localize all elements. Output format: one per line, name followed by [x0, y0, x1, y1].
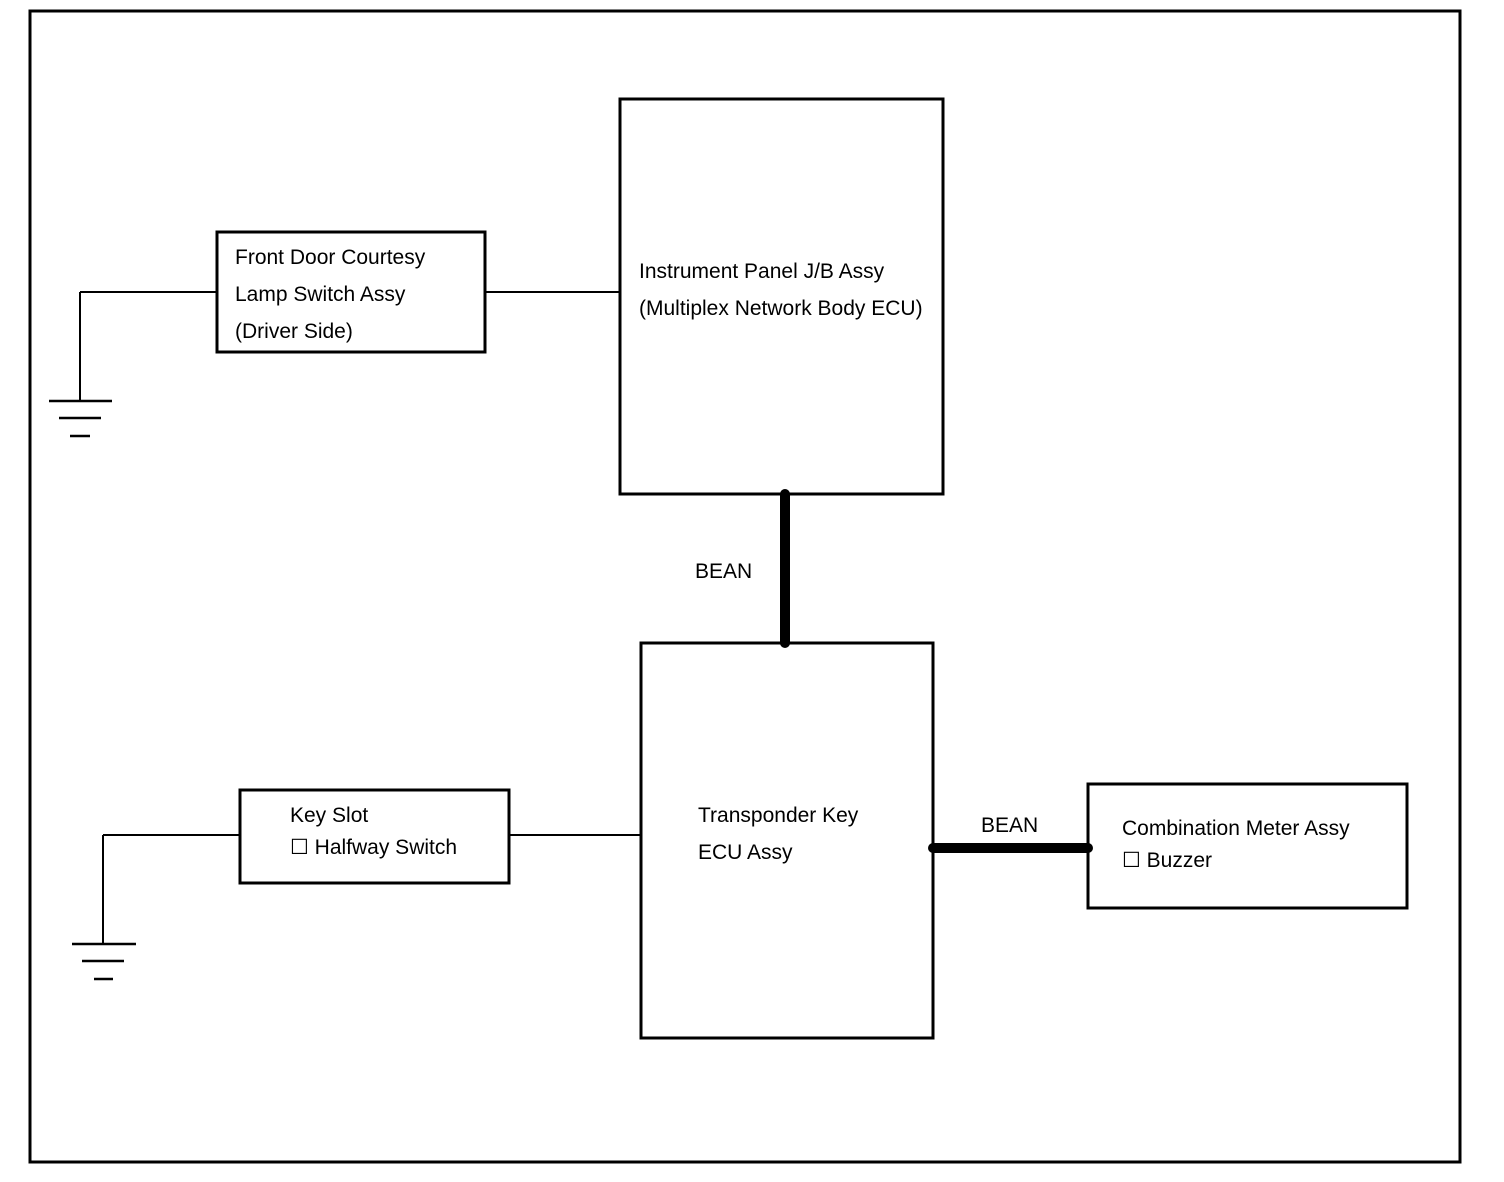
transponder-ecu-label: Transponder Key ECU Assy	[698, 797, 858, 871]
transponder-ecu-line1: Transponder Key	[698, 804, 859, 827]
key-slot-line2: ☐ Halfway Switch	[290, 836, 458, 859]
key-slot-label: Key Slot ☐ Halfway Switch	[290, 800, 457, 864]
ground-symbol-lower	[72, 942, 136, 981]
key-slot-line1: Key Slot	[290, 804, 369, 827]
courtesy-switch-line2: Lamp Switch Assy	[235, 283, 406, 306]
transponder-ecu-line2: ECU Assy	[698, 841, 793, 864]
bean-label-vertical: BEAN	[695, 560, 753, 583]
ground-symbol-upper	[49, 399, 112, 438]
combination-meter-line1: Combination Meter Assy	[1122, 817, 1350, 840]
combination-meter-label: Combination Meter Assy ☐ Buzzer	[1122, 813, 1350, 877]
instrument-panel-line1: Instrument Panel J/B Assy	[639, 260, 885, 283]
instrument-panel-label: Instrument Panel J/B Assy (Multiplex Net…	[639, 253, 923, 327]
instrument-panel-line2: (Multiplex Network Body ECU)	[639, 297, 923, 320]
combination-meter-line2: ☐ Buzzer	[1122, 849, 1213, 872]
courtesy-switch-line3: (Driver Side)	[235, 320, 353, 343]
courtesy-switch-line1: Front Door Courtesy	[235, 246, 426, 269]
courtesy-switch-label: Front Door Courtesy Lamp Switch Assy (Dr…	[235, 239, 425, 350]
bean-label-horizontal: BEAN	[981, 814, 1039, 837]
outer-frame	[28, 9, 1462, 1164]
key-slot-box	[238, 788, 511, 885]
